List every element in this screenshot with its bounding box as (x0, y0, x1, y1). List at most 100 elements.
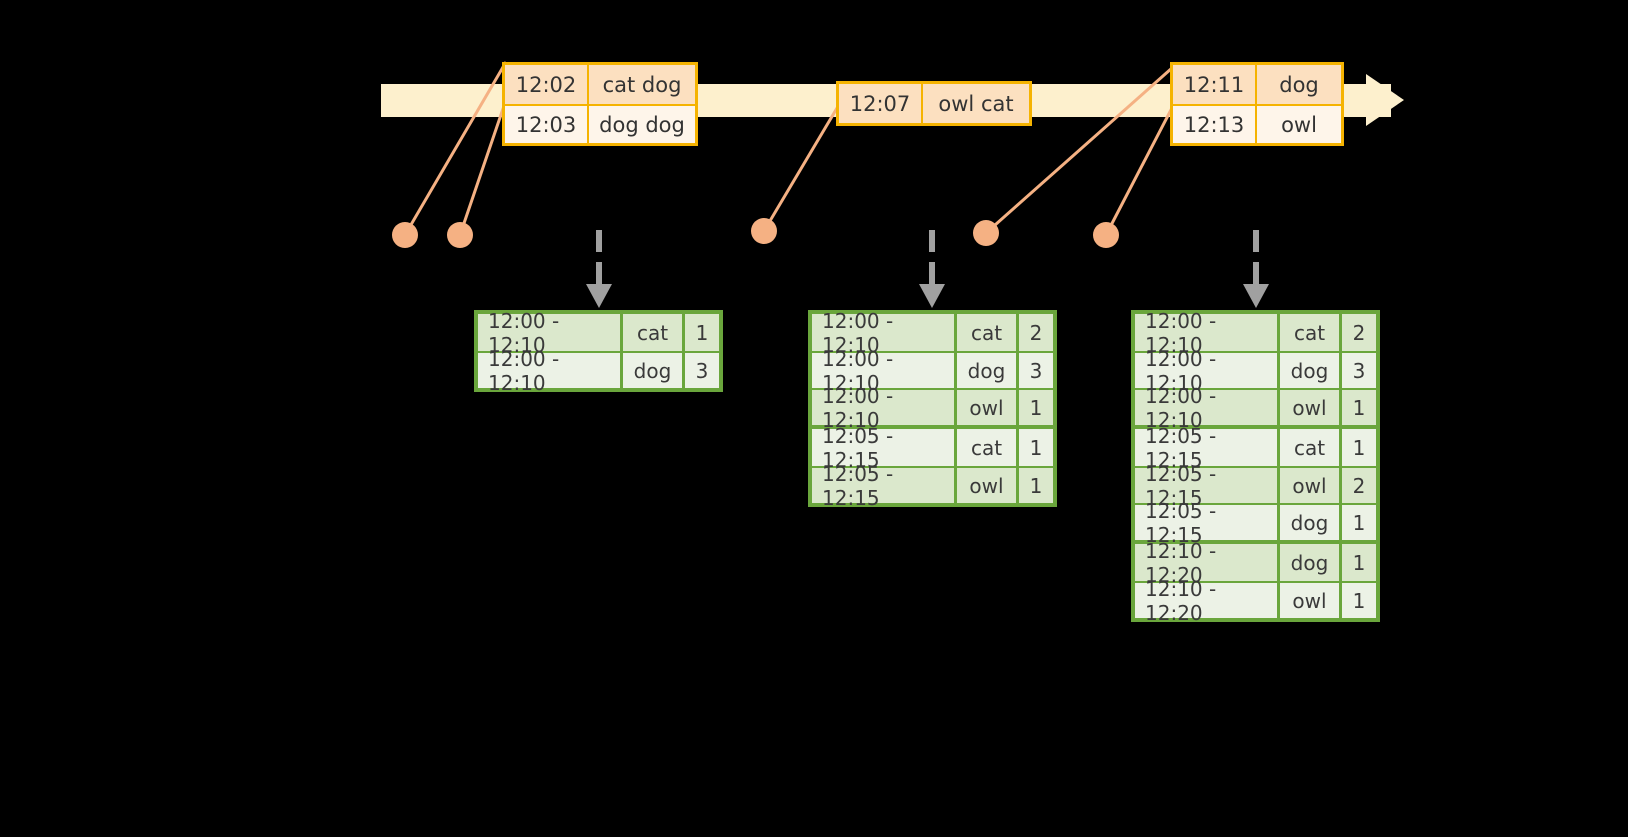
window-cell: 12:05 - 12:15 (812, 462, 957, 510)
emit-arrow-2 (919, 230, 945, 308)
event-dot-5 (1093, 222, 1119, 248)
word-cell: owl (957, 390, 1019, 425)
event-dot-2 (447, 222, 473, 248)
table-row: 12:10 - 12:20 dog 1 (1135, 539, 1376, 587)
emit-arrow-3 (1243, 230, 1269, 308)
result-table-1: 12:00 - 12:10 cat 1 12:00 - 12:10 dog 3 (474, 309, 723, 395)
window-cell: 12:05 - 12:15 (1135, 499, 1280, 547)
table-row: 12:00 - 12:10 cat 1 (478, 309, 719, 357)
count-cell: 1 (1019, 468, 1053, 503)
count-cell: 1 (1342, 544, 1376, 581)
window-cell: 12:00 - 12:10 (812, 347, 957, 395)
window-cell: 12:10 - 12:20 (1135, 539, 1280, 587)
table-row: 12:00 - 12:10 owl 1 (812, 384, 1053, 432)
table-row: 12:05 - 12:15 dog 1 (1135, 499, 1376, 547)
word-cell: owl (1280, 583, 1342, 618)
connector-line-1 (403, 61, 508, 236)
event-dot-3 (751, 218, 777, 244)
word-cell: cat (1280, 314, 1342, 351)
connector-line-4 (985, 66, 1173, 235)
event-box-1: 12:02 cat dog 12:03 dog dog (502, 62, 698, 146)
connector-line-2 (458, 99, 508, 236)
event-row: 12:03 dog dog (505, 104, 695, 143)
event-time: 12:03 (505, 106, 589, 143)
window-cell: 12:00 - 12:10 (478, 309, 623, 357)
table-row: 12:00 - 12:10 dog 3 (812, 347, 1053, 395)
table-row: 12:05 - 12:15 owl 1 (812, 462, 1053, 510)
event-row: 12:13 owl (1173, 104, 1341, 143)
word-cell: dog (1280, 353, 1342, 388)
count-cell: 3 (685, 353, 719, 388)
window-cell: 12:00 - 12:10 (478, 347, 623, 395)
count-cell: 1 (685, 314, 719, 351)
event-time: 12:13 (1173, 106, 1257, 143)
connector-line-5 (1104, 103, 1176, 236)
event-dot-4 (973, 220, 999, 246)
timeline-arrow-icon (1366, 74, 1404, 126)
result-table-2: 12:00 - 12:10 cat 2 12:00 - 12:10 dog 3 … (808, 309, 1057, 510)
result-table-3: 12:00 - 12:10 cat 2 12:00 - 12:10 dog 3 … (1131, 309, 1380, 625)
count-cell: 3 (1019, 353, 1053, 388)
count-cell: 2 (1342, 314, 1376, 351)
word-cell: cat (957, 429, 1019, 466)
table-row: 12:10 - 12:20 owl 1 (1135, 577, 1376, 625)
count-cell: 3 (1342, 353, 1376, 388)
count-cell: 1 (1342, 429, 1376, 466)
table-row: 12:05 - 12:15 cat 1 (1135, 424, 1376, 472)
word-cell: cat (957, 314, 1019, 351)
event-words: cat dog (589, 65, 695, 104)
word-cell: cat (1280, 429, 1342, 466)
event-time: 12:11 (1173, 65, 1257, 104)
window-cell: 12:00 - 12:10 (812, 309, 957, 357)
count-cell: 1 (1019, 429, 1053, 466)
event-dot-1 (392, 222, 418, 248)
count-cell: 2 (1342, 468, 1376, 503)
window-cell: 12:05 - 12:15 (1135, 424, 1280, 472)
table-row: 12:00 - 12:10 cat 2 (1135, 309, 1376, 357)
event-row: 12:07 owl cat (839, 84, 1029, 123)
event-words: dog (1257, 65, 1341, 104)
word-cell: owl (1280, 468, 1342, 503)
table-row: 12:05 - 12:15 owl 2 (1135, 462, 1376, 510)
event-time: 12:02 (505, 65, 589, 104)
result-group: 12:05 - 12:15 cat 1 12:05 - 12:15 owl 2 … (1135, 424, 1376, 547)
table-row: 12:00 - 12:10 dog 3 (478, 347, 719, 395)
count-cell: 1 (1019, 390, 1053, 425)
word-cell: owl (957, 468, 1019, 503)
event-row: 12:11 dog (1173, 65, 1341, 104)
event-box-3: 12:11 dog 12:13 owl (1170, 62, 1344, 146)
word-cell: dog (623, 353, 685, 388)
result-group: 12:00 - 12:10 cat 2 12:00 - 12:10 dog 3 … (1135, 309, 1376, 432)
table-row: 12:00 - 12:10 cat 2 (812, 309, 1053, 357)
count-cell: 1 (1342, 583, 1376, 618)
connector-line-3 (762, 102, 842, 232)
event-words: dog dog (589, 106, 695, 143)
window-cell: 12:00 - 12:10 (1135, 384, 1280, 432)
word-cell: cat (623, 314, 685, 351)
result-group: 12:00 - 12:10 cat 2 12:00 - 12:10 dog 3 … (812, 309, 1053, 432)
word-cell: owl (1280, 390, 1342, 425)
event-words: owl cat (923, 84, 1029, 123)
event-row: 12:02 cat dog (505, 65, 695, 104)
count-cell: 2 (1019, 314, 1053, 351)
word-cell: dog (1280, 505, 1342, 540)
table-row: 12:05 - 12:15 cat 1 (812, 424, 1053, 472)
result-group: 12:05 - 12:15 cat 1 12:05 - 12:15 owl 1 (812, 424, 1053, 510)
event-box-2: 12:07 owl cat (836, 81, 1032, 126)
count-cell: 1 (1342, 390, 1376, 425)
count-cell: 1 (1342, 505, 1376, 540)
emit-arrow-1 (586, 230, 612, 308)
window-cell: 12:10 - 12:20 (1135, 577, 1280, 625)
event-time: 12:07 (839, 84, 923, 123)
window-cell: 12:00 - 12:10 (812, 384, 957, 432)
window-cell: 12:00 - 12:10 (1135, 309, 1280, 357)
table-row: 12:00 - 12:10 owl 1 (1135, 384, 1376, 432)
result-group: 12:00 - 12:10 cat 1 12:00 - 12:10 dog 3 (478, 309, 719, 395)
table-row: 12:00 - 12:10 dog 3 (1135, 347, 1376, 395)
word-cell: dog (1280, 544, 1342, 581)
event-words: owl (1257, 106, 1341, 143)
window-cell: 12:05 - 12:15 (812, 424, 957, 472)
result-group: 12:10 - 12:20 dog 1 12:10 - 12:20 owl 1 (1135, 539, 1376, 625)
